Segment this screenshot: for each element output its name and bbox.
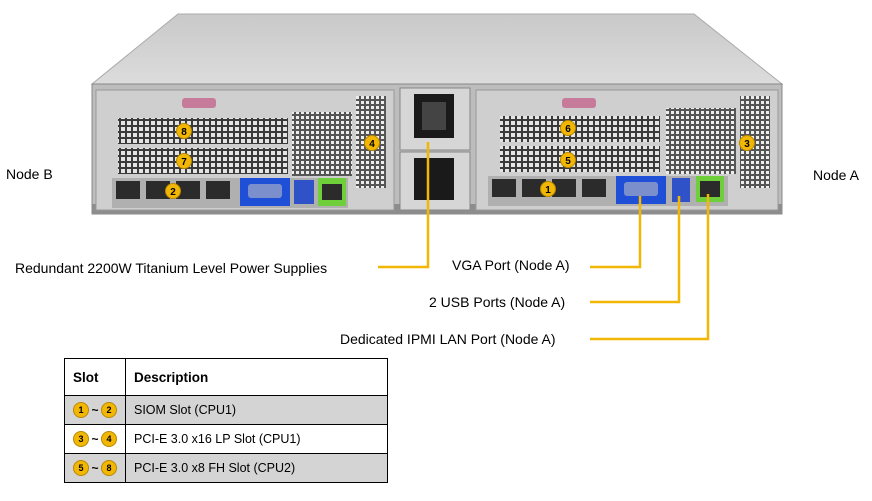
slot-badge-to: 8 [101,460,117,476]
slot-range-cell: 1~2 [64,395,126,425]
node-a-usb-ports [672,178,690,202]
node-a-lan-port-4 [582,179,606,197]
node-b-fh-slot-8 [118,118,288,144]
slot-range-tilde: ~ [91,432,99,446]
slot-badge-from: 5 [73,460,89,476]
callout-label-usb: 2 USB Ports (Node A) [429,294,566,310]
node-b-pull-handle [182,98,216,108]
node-b-lan-port-2 [146,181,170,199]
slot-description-cell: SIOM Slot (CPU1) [125,395,388,425]
slot-badge-text: 6 [565,124,571,135]
slot-badge-text: 3 [744,139,750,150]
node-b-label: Node B [6,166,53,182]
node-a-fh-slot-6 [500,116,660,142]
slot-badge-to: 4 [101,431,117,447]
callout-line-ipmi [590,194,710,341]
slot-badge-text: 7 [181,157,187,168]
node-b-lan-port-3 [176,181,200,199]
node-b-lan-port-4 [206,181,230,199]
node-a-fh-slot-5 [500,146,660,172]
slot-badge-text: 2 [170,187,176,198]
node-a-pull-handle [562,98,596,108]
callout-line-psu [378,142,430,269]
callout-line-vga [590,196,642,269]
callout-line-usb [590,196,681,304]
node-a-lan-port-3 [552,179,576,197]
slot-badge-from: 3 [73,431,89,447]
table-row: 5~8 PCI-E 3.0 x8 FH Slot (CPU2) [64,453,388,483]
callout-label-psu: Redundant 2200W Titanium Level Power Sup… [15,260,328,276]
node-a-lan-port-2 [522,179,546,197]
slot-badge-text: 1 [545,185,551,196]
power-supplies [399,87,471,211]
table-row: 1~2 SIOM Slot (CPU1) [64,395,388,425]
table-header-row: Slot Description [64,358,388,396]
slot-description-table: Slot Description 1~2 SIOM Slot (CPU1) 3~… [64,358,388,483]
slot-range-tilde: ~ [91,461,99,475]
slot-description-cell: PCI-E 3.0 x16 LP Slot (CPU1) [125,424,388,454]
callout-label-vga: VGA Port (Node A) [452,257,570,273]
node-b-module [95,89,395,211]
slot-badge-text: 8 [181,127,187,138]
node-b-fh-slot-7 [118,148,288,174]
slot-range-tilde: ~ [91,403,99,417]
node-a-module [475,89,779,211]
chassis-top-lid [90,13,784,85]
callout-label-ipmi: Dedicated IPMI LAN Port (Node A) [340,331,556,347]
slot-description-cell: PCI-E 3.0 x8 FH Slot (CPU2) [125,453,388,483]
node-b-lan-port-1 [116,181,140,199]
slot-badge-to: 2 [101,402,117,418]
slot-badges: 8 7 2 4 6 5 1 3 [165,120,755,199]
slot-range-cell: 5~8 [64,453,126,483]
table-header-description: Description [125,358,388,396]
callout-lines [378,142,710,341]
table-row: 3~4 PCI-E 3.0 x16 LP Slot (CPU1) [64,424,388,454]
node-b-side-vent [292,112,352,176]
node-a-lan-port-1 [492,179,516,197]
table-header-slot: Slot [64,358,126,396]
slot-badge-text: 5 [565,156,571,167]
node-a-side-vent [666,108,736,174]
slot-badge-text: 4 [369,139,375,150]
slot-badge-from: 1 [73,402,89,418]
slot-range-cell: 3~4 [64,424,126,454]
node-b-usb-ports [294,180,314,204]
node-a-label: Node A [813,167,859,183]
